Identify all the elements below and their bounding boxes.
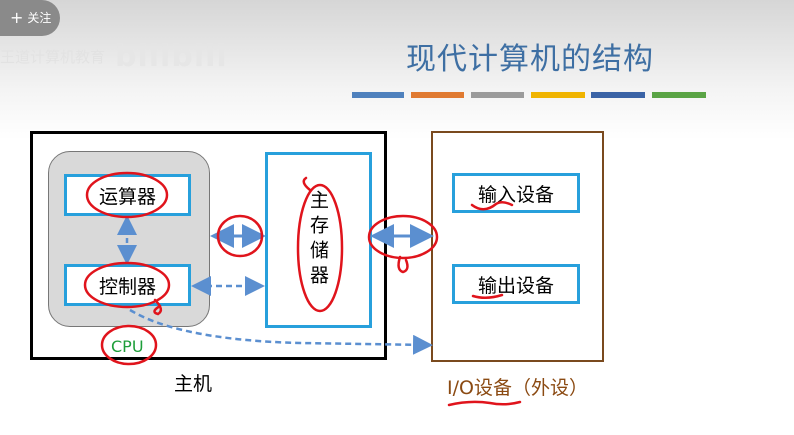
follow-button[interactable]: + 关注	[0, 0, 60, 36]
cpu-label: CPU	[111, 337, 144, 356]
slide-title: 现代计算机的结构	[406, 42, 654, 77]
input-device-label: 输入设备	[477, 183, 554, 206]
io-underline	[447, 400, 522, 407]
watermark: 王道计算机教育 bilibili	[0, 36, 230, 76]
follow-label: 关注	[27, 11, 52, 25]
main-memory-label: 主存储器	[307, 190, 329, 290]
control-unit-box: 控制器	[64, 264, 191, 306]
output-device-label: 输出设备	[477, 274, 554, 297]
stripe-2	[411, 92, 464, 98]
watermark-text: 王道计算机教育	[0, 47, 106, 66]
stripe-4	[531, 92, 585, 98]
alu-box: 运算器	[64, 174, 191, 216]
stripe-6	[652, 92, 706, 98]
plus-icon: +	[10, 8, 24, 27]
stripe-1	[352, 92, 404, 98]
stripe-5	[591, 92, 645, 98]
io-label: I/O设备（外设）	[447, 377, 588, 399]
output-device-box: 输出设备	[452, 264, 580, 304]
memory-io-circle-tail	[397, 255, 409, 274]
io-box	[431, 131, 604, 362]
host-label: 主机	[174, 373, 213, 395]
stripe-3	[471, 92, 524, 98]
input-device-box: 输入设备	[452, 173, 580, 213]
bilibili-logo: bilibili	[115, 38, 228, 74]
main-memory-box: 主存储器	[265, 152, 372, 328]
alu-label: 运算器	[98, 185, 156, 208]
control-unit-label: 控制器	[98, 275, 156, 298]
